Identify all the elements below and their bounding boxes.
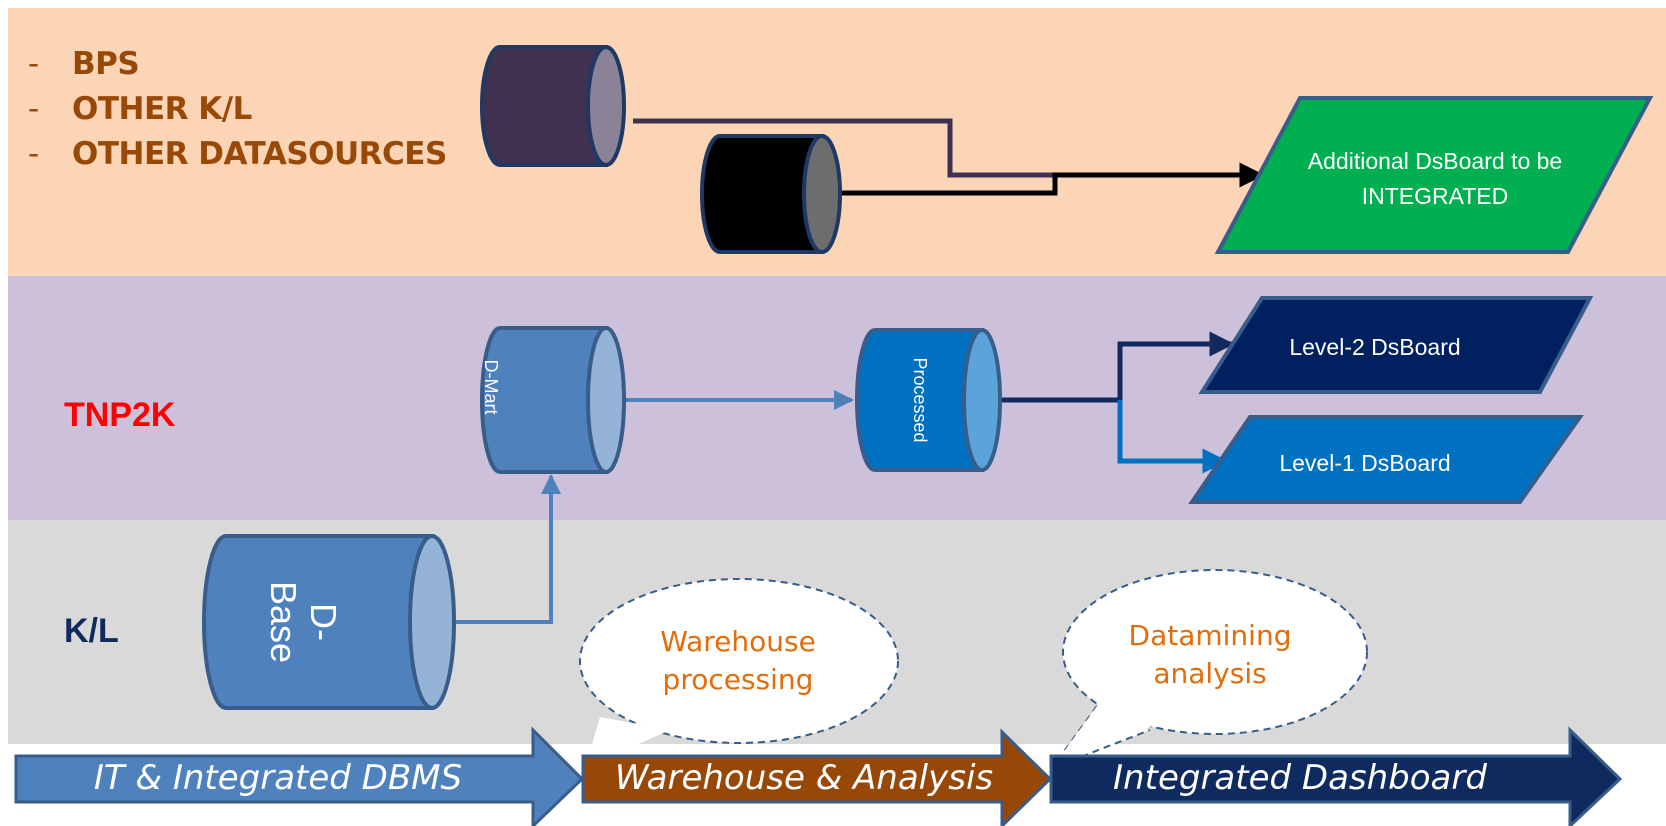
datamining-callout-text: Datamining analysis (1128, 619, 1292, 690)
level1-dashboard-label: Level-1 DsBoard (1279, 449, 1451, 476)
warehouse-callout-text: Warehouse processing (660, 625, 816, 696)
source-cylinder-1 (480, 45, 626, 167)
processed-cylinder (855, 328, 1002, 472)
additional-dashboard-label: Additional DsBoard to be INTEGRATED (1307, 148, 1563, 209)
additional-dashboard-shape (1214, 96, 1654, 254)
stage-arrow-it-dbms (14, 726, 585, 826)
source-cylinder-2 (700, 134, 842, 254)
layer-label-kl: K/L (64, 612, 119, 650)
dmart-label: D-Mart (481, 359, 501, 415)
level2-dashboard-label: Level-2 DsBoard (1289, 333, 1461, 360)
source-item-bps: -BPS (28, 46, 140, 82)
data-source-list: -BPS -OTHER K/L -OTHER DATASOURCES (28, 42, 447, 177)
source-connectors (633, 118, 1265, 196)
level2-dashboard-shape (1198, 296, 1594, 394)
source-item-other-datasources: -OTHER DATASOURCES (28, 136, 447, 172)
processed-to-level2-arrow (1002, 331, 1235, 403)
layer-label-tnp2k: TNP2K (64, 396, 176, 434)
dmart-cylinder (480, 326, 626, 474)
datamining-callout-bubble (1049, 569, 1368, 771)
stage-arrow-warehouse (581, 728, 1053, 826)
dbase-to-dmart-arrow (455, 474, 561, 624)
source-item-other-kl: -OTHER K/L (28, 91, 252, 127)
stage-arrow-dashboard (1049, 726, 1623, 826)
dbase-cylinder (202, 534, 456, 710)
stage-label-it-dbms: IT & Integrated DBMS (93, 758, 463, 798)
stage-label-warehouse: Warehouse & Analysis (614, 758, 994, 798)
processed-label: Processed (910, 357, 930, 443)
dbase-label: D-Base (263, 580, 344, 664)
stage-label-dashboard: Integrated Dashboard (1113, 758, 1487, 798)
processed-to-level1-arrow (1117, 400, 1228, 474)
level1-dashboard-shape (1188, 415, 1584, 504)
